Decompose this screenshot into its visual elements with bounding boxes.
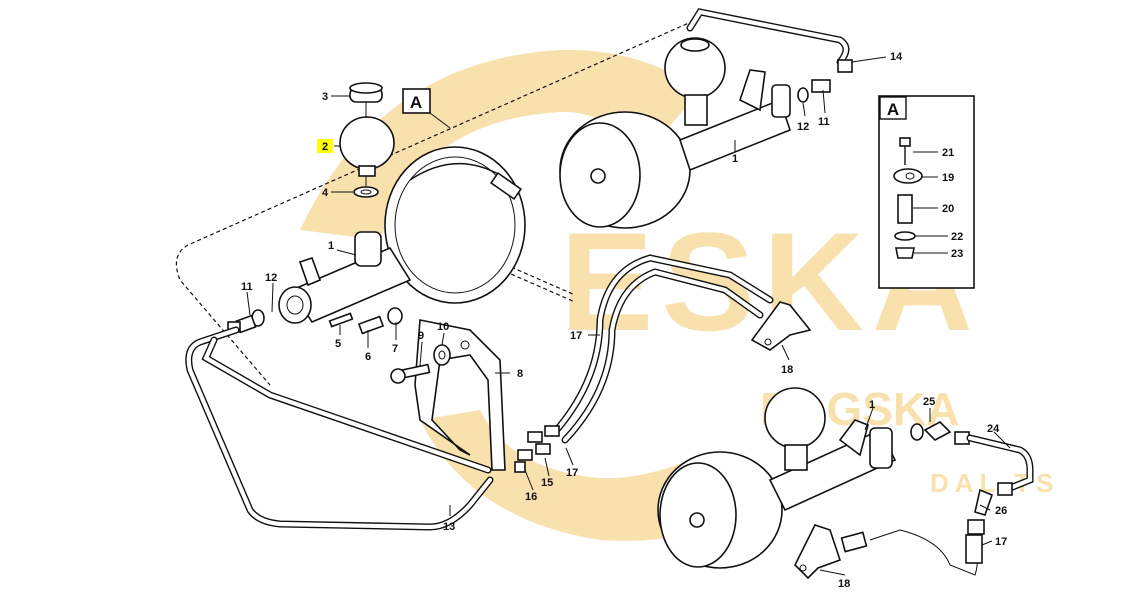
callout-16: 16 bbox=[525, 491, 537, 503]
watermark-small-text-2: DAL TS bbox=[930, 468, 1059, 498]
callout-17-b: 17 bbox=[570, 330, 582, 342]
callout-18-b: 18 bbox=[838, 578, 850, 590]
callout-6: 6 bbox=[365, 351, 371, 363]
detail-callout-22: 22 bbox=[951, 231, 963, 243]
callout-2-highlight bbox=[317, 139, 333, 153]
callout-8: 8 bbox=[517, 368, 523, 380]
callout-7: 7 bbox=[392, 343, 398, 355]
detail-callout-19: 19 bbox=[942, 172, 954, 184]
detail-box-label: A bbox=[887, 100, 899, 119]
callout-5: 5 bbox=[335, 338, 341, 350]
master-cylinder-left bbox=[278, 231, 412, 324]
washer-10 bbox=[433, 344, 451, 366]
brake-booster-lower-right bbox=[657, 387, 970, 569]
callout-1: 1 bbox=[328, 240, 334, 252]
brake-booster-upper-right bbox=[559, 37, 831, 229]
fitting-6 bbox=[357, 315, 385, 335]
bolt-9 bbox=[390, 363, 431, 384]
callout-12-b: 12 bbox=[797, 121, 809, 133]
detail-callout-23: 23 bbox=[951, 248, 963, 260]
washer-7 bbox=[387, 307, 403, 325]
hose-14 bbox=[686, 8, 853, 73]
reservoir-left bbox=[339, 82, 395, 198]
hose-17 bbox=[551, 254, 774, 444]
callout-2: 2 bbox=[322, 141, 328, 153]
callout-17-c: 17 bbox=[995, 536, 1007, 548]
callout-12: 12 bbox=[265, 272, 277, 284]
fitting-26 bbox=[967, 488, 994, 535]
callout-14: 14 bbox=[890, 51, 903, 63]
fittings-15-16 bbox=[514, 425, 560, 473]
callout-26: 26 bbox=[995, 505, 1007, 517]
brake-booster-left bbox=[384, 146, 526, 304]
hose-13 bbox=[185, 326, 494, 531]
bracket-18-upper bbox=[750, 301, 812, 351]
callout-1-c: 1 bbox=[869, 399, 875, 411]
detail-callout-20: 20 bbox=[942, 203, 954, 215]
callout-24: 24 bbox=[987, 423, 1000, 435]
detail-box-a: A 21 19 20 22 23 bbox=[878, 95, 975, 289]
callout-1-b: 1 bbox=[732, 153, 738, 165]
hose-24 bbox=[966, 434, 1034, 496]
callout-17: 17 bbox=[566, 467, 578, 479]
callout-11: 11 bbox=[241, 281, 253, 293]
bleeder-5 bbox=[328, 312, 354, 328]
section-marker-a: A bbox=[402, 88, 451, 129]
section-marker-label: A bbox=[410, 93, 422, 112]
hose-17-lower bbox=[840, 529, 983, 576]
callout-10: 10 bbox=[437, 321, 449, 333]
callout-13: 13 bbox=[443, 521, 455, 533]
leader-lines bbox=[246, 56, 1011, 576]
callout-4: 4 bbox=[322, 187, 329, 199]
callout-18: 18 bbox=[781, 364, 793, 376]
callout-25: 25 bbox=[923, 396, 935, 408]
callout-3: 3 bbox=[322, 91, 328, 103]
bracket-18-lower bbox=[794, 524, 842, 580]
dashed-link-outline bbox=[175, 17, 701, 386]
callout-11-b: 11 bbox=[818, 116, 830, 128]
callouts: 3 2 4 1 11 12 5 6 7 9 10 8 13 16 15 17 1… bbox=[241, 51, 1007, 590]
callout-15: 15 bbox=[541, 477, 553, 489]
detail-callout-21: 21 bbox=[942, 147, 954, 159]
callout-9: 9 bbox=[418, 330, 424, 342]
